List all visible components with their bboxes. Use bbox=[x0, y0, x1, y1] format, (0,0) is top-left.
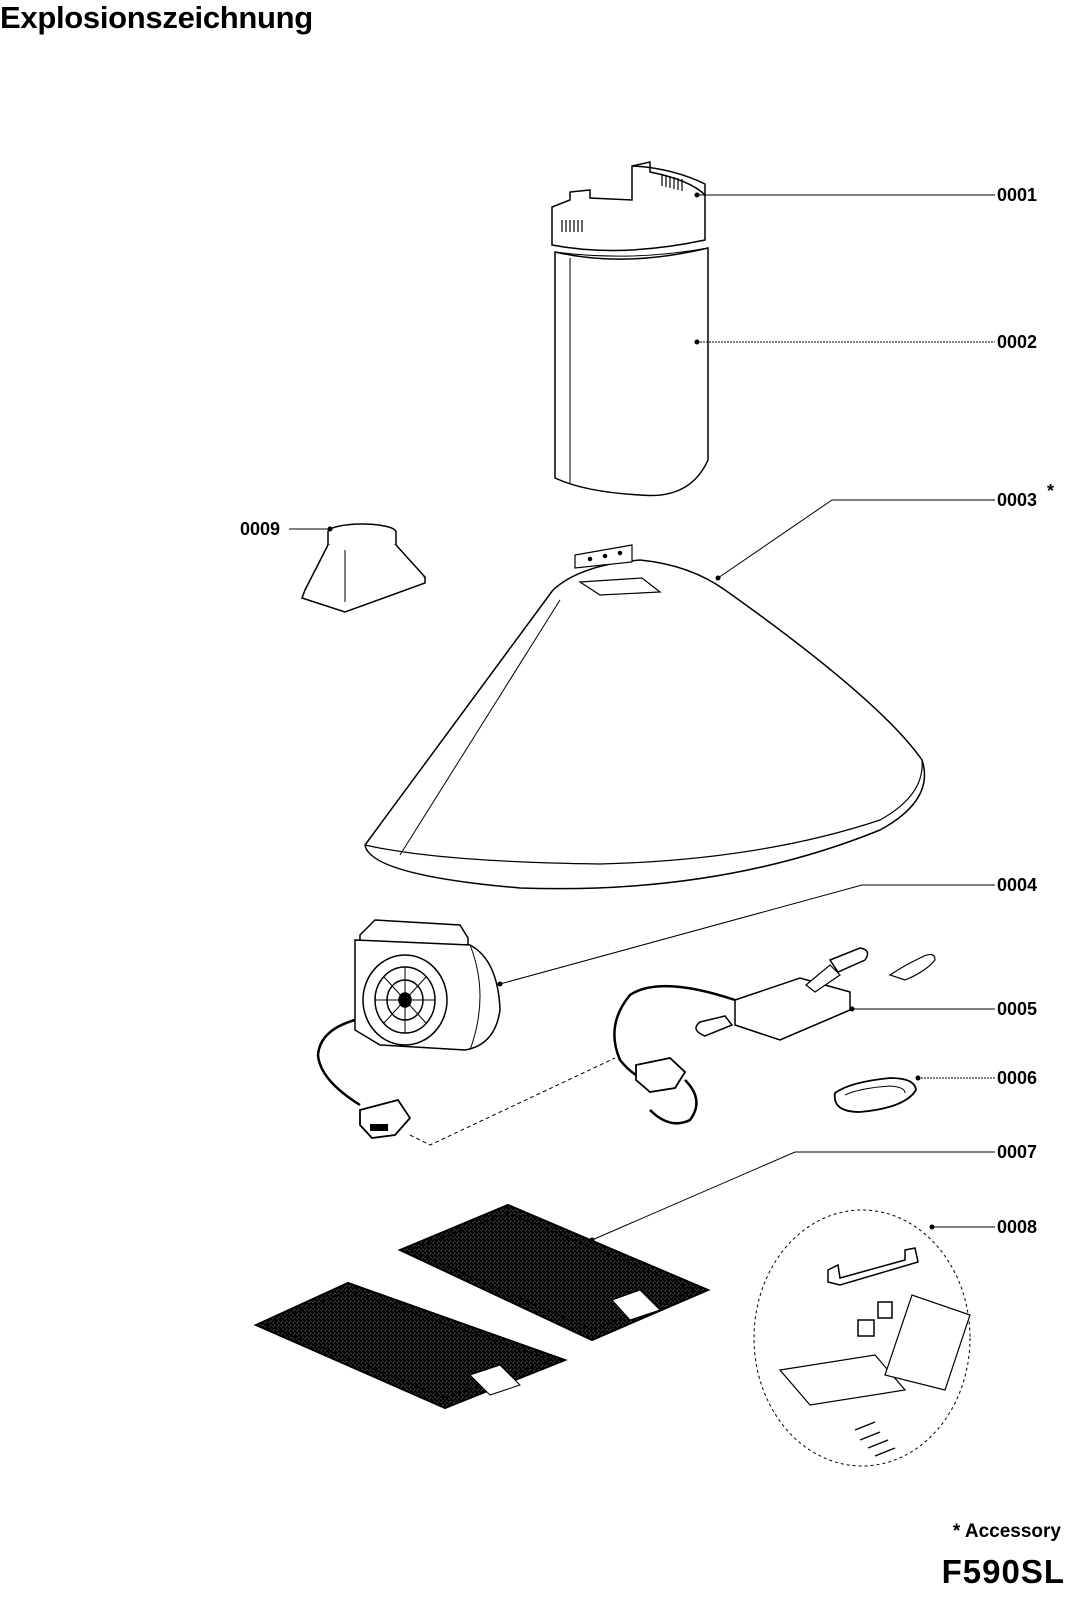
part-0003-canopy-hood bbox=[365, 545, 924, 889]
part-0004-motor-unit bbox=[318, 920, 500, 1138]
model-number: F590SL bbox=[941, 1553, 1065, 1590]
part-0009-duct-adapter bbox=[302, 524, 425, 612]
callout-0001: 0001 bbox=[997, 185, 1038, 205]
connection-dashed-line bbox=[410, 1058, 615, 1145]
part-0005-control-module bbox=[614, 948, 935, 1123]
callout-0009: 0009 bbox=[240, 519, 281, 539]
callout-0004: 0004 bbox=[997, 875, 1038, 895]
callout-0006: 0006 bbox=[997, 1068, 1038, 1088]
page-title: Explosionszeichnung bbox=[0, 0, 313, 35]
part-0001-upper-chimney bbox=[552, 162, 705, 250]
leader-endpoints bbox=[327, 192, 935, 1243]
callout-0007: 0007 bbox=[997, 1142, 1038, 1162]
part-0008-accessory-kit bbox=[754, 1210, 970, 1466]
part-0002-lower-chimney bbox=[555, 248, 708, 496]
callout-0002: 0002 bbox=[997, 332, 1038, 352]
callout-0008: 0008 bbox=[997, 1217, 1038, 1237]
callout-0003: 0003 bbox=[997, 490, 1038, 510]
part-0006-lamp-cover bbox=[835, 1078, 916, 1112]
accessory-note: * Accessory bbox=[952, 1521, 1061, 1542]
callout-0005: 0005 bbox=[997, 999, 1038, 1019]
accessory-marker: * bbox=[1047, 481, 1055, 501]
leader-lines bbox=[289, 195, 995, 1240]
part-0007-grease-filters bbox=[256, 1205, 708, 1408]
